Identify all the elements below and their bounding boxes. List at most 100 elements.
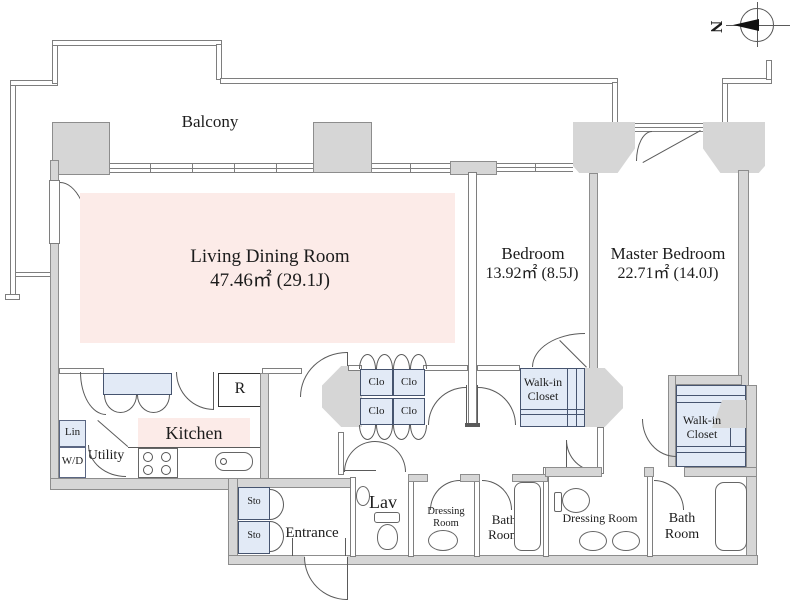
- entrance-step: [292, 538, 293, 556]
- pillar: [573, 122, 635, 173]
- washer-dryer-label: W/D: [61, 455, 84, 467]
- wall-bottom: [228, 555, 758, 565]
- refrigerator-label: R: [234, 380, 246, 397]
- entrance-label: Entrance: [285, 525, 339, 541]
- closet-box: [393, 369, 425, 396]
- closet-door-arc: [410, 425, 427, 440]
- closet-door-arc: [359, 425, 376, 440]
- door-arc: [482, 480, 512, 510]
- railing: [10, 82, 16, 298]
- door-arc: [478, 387, 516, 425]
- walk-in-closet-2-label-line2: Closet: [686, 427, 718, 441]
- kitchen-cabinet: [103, 373, 172, 395]
- railing: [52, 42, 58, 84]
- kitchen-label-box: [138, 418, 250, 448]
- wall: [668, 375, 742, 385]
- master-bedroom-label: Master Bedroom: [610, 244, 726, 263]
- washer-dryer-box: [59, 447, 86, 478]
- balcony-label: Balcony: [181, 112, 239, 131]
- linen-label: Lin: [64, 426, 81, 438]
- door-arc: [654, 480, 684, 510]
- wall-right: [738, 170, 749, 387]
- closet-label: Clo: [401, 405, 417, 417]
- door-arc: [532, 333, 585, 367]
- walk-in-closet-1-box: [520, 368, 585, 427]
- living-room-area: 47.46㎡ (29.1J): [210, 270, 330, 291]
- walk-in-closet-1-label-line1: Walk-in: [523, 375, 563, 389]
- window: [372, 163, 450, 173]
- door-leaf: [347, 557, 348, 600]
- wall: [262, 368, 302, 374]
- railing: [722, 82, 728, 124]
- door-leaf: [344, 470, 376, 471]
- wall: [408, 474, 428, 482]
- door-leaf: [97, 420, 129, 447]
- wall: [545, 467, 602, 477]
- wall: [408, 477, 414, 557]
- closet-door-arc: [393, 354, 410, 369]
- door-arc: [344, 441, 406, 472]
- storage-box: [238, 487, 270, 520]
- bedroom-area: 13.92㎡ (8.5J): [485, 265, 579, 282]
- master-bedroom-area: 22.71㎡ (14.0J): [617, 265, 719, 282]
- balcony-door-track: [635, 123, 703, 132]
- bath-room-1-label-line1: Bath: [491, 512, 517, 527]
- linen-cabinet: [59, 420, 86, 447]
- compass-north-label: N: [706, 20, 726, 33]
- entrance-door-arc: [304, 557, 347, 600]
- closet-box: [393, 398, 425, 425]
- door-arc: [80, 372, 106, 415]
- closet-door-arc: [376, 425, 393, 440]
- living-room-label: Living Dining Room: [190, 246, 350, 267]
- wall: [338, 432, 344, 475]
- kitchen-sink: [215, 452, 253, 471]
- railing: [216, 44, 222, 80]
- sink: [579, 531, 607, 551]
- sink: [428, 530, 458, 551]
- sink: [612, 531, 640, 551]
- railing: [10, 80, 58, 86]
- toilet: [554, 492, 562, 512]
- wall: [644, 467, 654, 477]
- storage-box: [238, 521, 270, 554]
- pillar: [313, 122, 372, 173]
- sink: [356, 486, 370, 506]
- wall: [260, 373, 269, 485]
- pillar: [585, 368, 623, 427]
- wall: [512, 474, 548, 482]
- railing: [52, 40, 222, 46]
- kitchen-counter: [128, 447, 266, 448]
- refrigerator-box: [218, 373, 262, 407]
- door-arc: [636, 131, 652, 161]
- wall: [684, 467, 757, 477]
- wall: [460, 474, 480, 482]
- door-opening: [49, 180, 60, 244]
- toilet-bowl: [562, 488, 590, 513]
- bathtub: [715, 482, 747, 551]
- wall: [350, 477, 356, 557]
- cabinet-door-arc: [137, 395, 170, 413]
- toilet-bowl: [377, 524, 398, 550]
- cabinet-door-arc: [104, 395, 137, 413]
- closet-label: Clo: [401, 376, 417, 388]
- closet-door-arc: [359, 354, 376, 369]
- entrance-step: [345, 538, 346, 556]
- closet-door-arc: [376, 354, 393, 369]
- railing: [612, 82, 618, 124]
- lav-label: Lav: [369, 492, 397, 512]
- wall-end-cap: [465, 423, 480, 427]
- closet-door-arc: [393, 425, 410, 440]
- closet-door-arc: [270, 489, 284, 520]
- bath-room-2-label-line2: Room: [664, 527, 700, 542]
- bathtub: [514, 482, 541, 551]
- closet-door-arc: [410, 354, 427, 369]
- storage-label: Sto: [247, 496, 261, 507]
- kitchen-label: Kitchen: [165, 423, 223, 443]
- dressing-room-1-label-line1: Dressing: [427, 506, 465, 517]
- bath-room-1-label-line2: Room: [488, 527, 520, 542]
- bath-room-2-label-line1: Bath: [668, 511, 696, 526]
- railing: [766, 60, 772, 80]
- dressing-room-1-label-line2: Room: [433, 518, 459, 529]
- closet-label: Clo: [368, 405, 385, 417]
